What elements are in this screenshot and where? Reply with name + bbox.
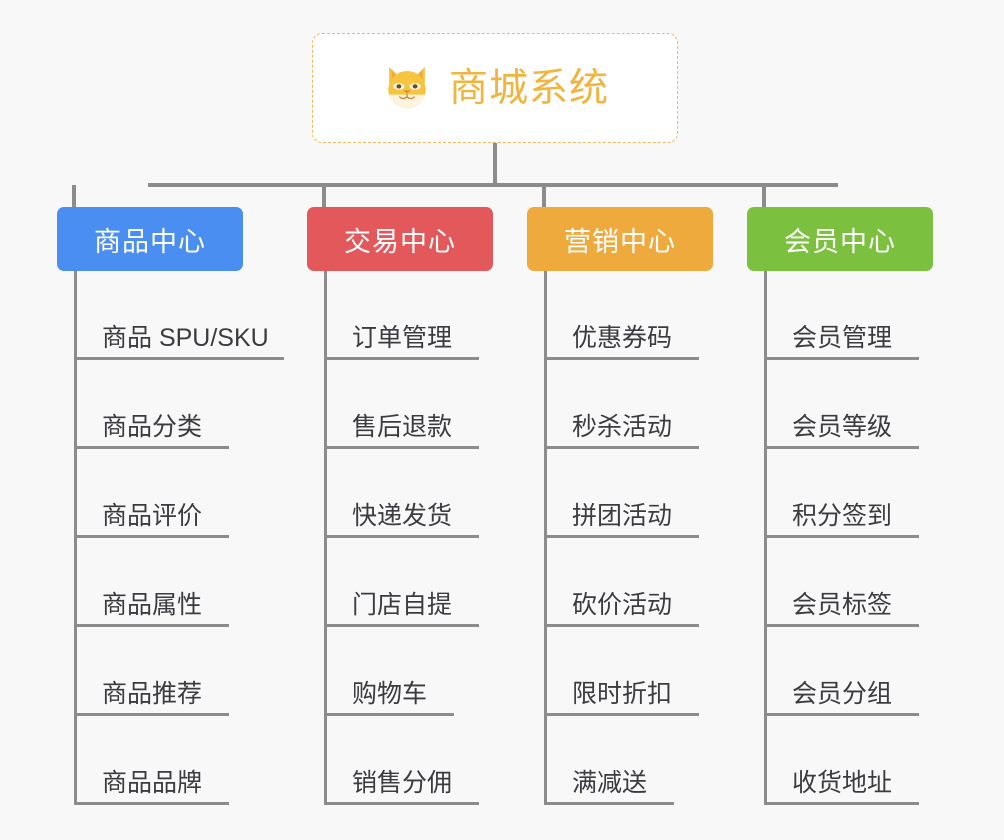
leaf-item[interactable]: 会员分组 [764, 627, 919, 716]
category-box-3[interactable]: 营销中心 [527, 207, 713, 271]
leaf-item-label: 商品评价 [102, 502, 203, 530]
leaf-item[interactable]: 订单管理 [324, 271, 479, 360]
leaf-item[interactable]: 商品分类 [74, 360, 229, 449]
leaf-item-label: 会员标签 [792, 591, 893, 619]
leaf-item[interactable]: 会员等级 [764, 360, 919, 449]
leaf-item[interactable]: 商品推荐 [74, 627, 229, 716]
leaf-item-label: 快递发货 [352, 502, 453, 530]
root-node[interactable]: 商城系统 [312, 33, 678, 143]
category-box-1[interactable]: 商品中心 [57, 207, 243, 271]
category-label: 营销中心 [564, 226, 676, 257]
category-label: 会员中心 [784, 226, 896, 257]
leaf-item[interactable]: 优惠券码 [544, 271, 699, 360]
leaf-item-label: 商品品牌 [102, 769, 203, 797]
leaf-item-label: 会员管理 [792, 324, 893, 352]
leaf-item-label: 优惠券码 [572, 324, 673, 352]
leaf-item[interactable]: 商品 SPU/SKU [74, 271, 284, 360]
leaf-item-label: 销售分佣 [352, 769, 453, 797]
leaf-item-label: 积分签到 [792, 502, 893, 530]
leaf-item-label: 门店自提 [352, 591, 453, 619]
leaf-item[interactable]: 门店自提 [324, 538, 479, 627]
leaf-item[interactable]: 拼团活动 [544, 449, 699, 538]
branch-column-4: 会员管理会员等级积分签到会员标签会员分组收货地址 [764, 271, 1004, 805]
branch-spine [74, 271, 77, 805]
root-stem-connector [493, 143, 497, 185]
leaf-item-label: 拼团活动 [572, 502, 673, 530]
leaf-item-label: 商品属性 [102, 591, 203, 619]
branch-column-3: 优惠券码秒杀活动拼团活动砍价活动限时折扣满减送 [544, 271, 784, 805]
branch-column-2: 订单管理售后退款快递发货门店自提购物车销售分佣 [324, 271, 564, 805]
leaf-item-label: 商品推荐 [102, 680, 203, 708]
leaf-item-label: 收货地址 [792, 769, 893, 797]
leaf-item[interactable]: 会员标签 [764, 538, 919, 627]
leaf-item-label: 秒杀活动 [572, 413, 673, 441]
leaf-item-label: 订单管理 [352, 324, 453, 352]
leaf-item[interactable]: 销售分佣 [324, 716, 479, 805]
leaf-item[interactable]: 会员管理 [764, 271, 919, 360]
leaf-item-label: 商品分类 [102, 413, 203, 441]
leaf-item[interactable]: 砍价活动 [544, 538, 699, 627]
branch-drop-connector-3 [542, 185, 546, 207]
leaf-item[interactable]: 收货地址 [764, 716, 919, 805]
leaf-item-label: 满减送 [572, 769, 648, 797]
leaf-item[interactable]: 秒杀活动 [544, 360, 699, 449]
category-box-4[interactable]: 会员中心 [747, 207, 933, 271]
leaf-item-label: 售后退款 [352, 413, 453, 441]
leaf-item[interactable]: 商品品牌 [74, 716, 229, 805]
leaf-item-label: 购物车 [352, 680, 428, 708]
branch-spine [324, 271, 327, 805]
leaf-item-label: 砍价活动 [572, 591, 673, 619]
branch-spine [544, 271, 547, 805]
branch-column-1: 商品 SPU/SKU 商品分类商品评价商品属性商品推荐商品品牌 [74, 271, 314, 805]
leaf-item[interactable]: 快递发货 [324, 449, 479, 538]
branch-drop-connector-2 [322, 185, 326, 207]
leaf-item[interactable]: 积分签到 [764, 449, 919, 538]
category-box-2[interactable]: 交易中心 [307, 207, 493, 271]
category-label: 交易中心 [344, 226, 456, 257]
category-label: 商品中心 [94, 226, 206, 257]
root-title: 商城系统 [448, 66, 609, 110]
leaf-item-label: 会员等级 [792, 413, 893, 441]
branch-drop-connector-1 [72, 185, 76, 207]
leaf-item-label: 商品 SPU/SKU [102, 324, 269, 352]
branch-drop-connector-4 [762, 185, 766, 207]
leaf-item[interactable]: 限时折扣 [544, 627, 699, 716]
leaf-item[interactable]: 商品属性 [74, 538, 229, 627]
leaf-item[interactable]: 售后退款 [324, 360, 479, 449]
leaf-item[interactable]: 购物车 [324, 627, 454, 716]
shiba-dog-icon [388, 66, 426, 109]
branch-spine [764, 271, 767, 805]
leaf-item[interactable]: 商品评价 [74, 449, 229, 538]
leaf-item-label: 限时折扣 [572, 680, 673, 708]
horizontal-bus-connector [148, 183, 838, 187]
leaf-item[interactable]: 满减送 [544, 716, 674, 805]
leaf-item-label: 会员分组 [792, 680, 893, 708]
